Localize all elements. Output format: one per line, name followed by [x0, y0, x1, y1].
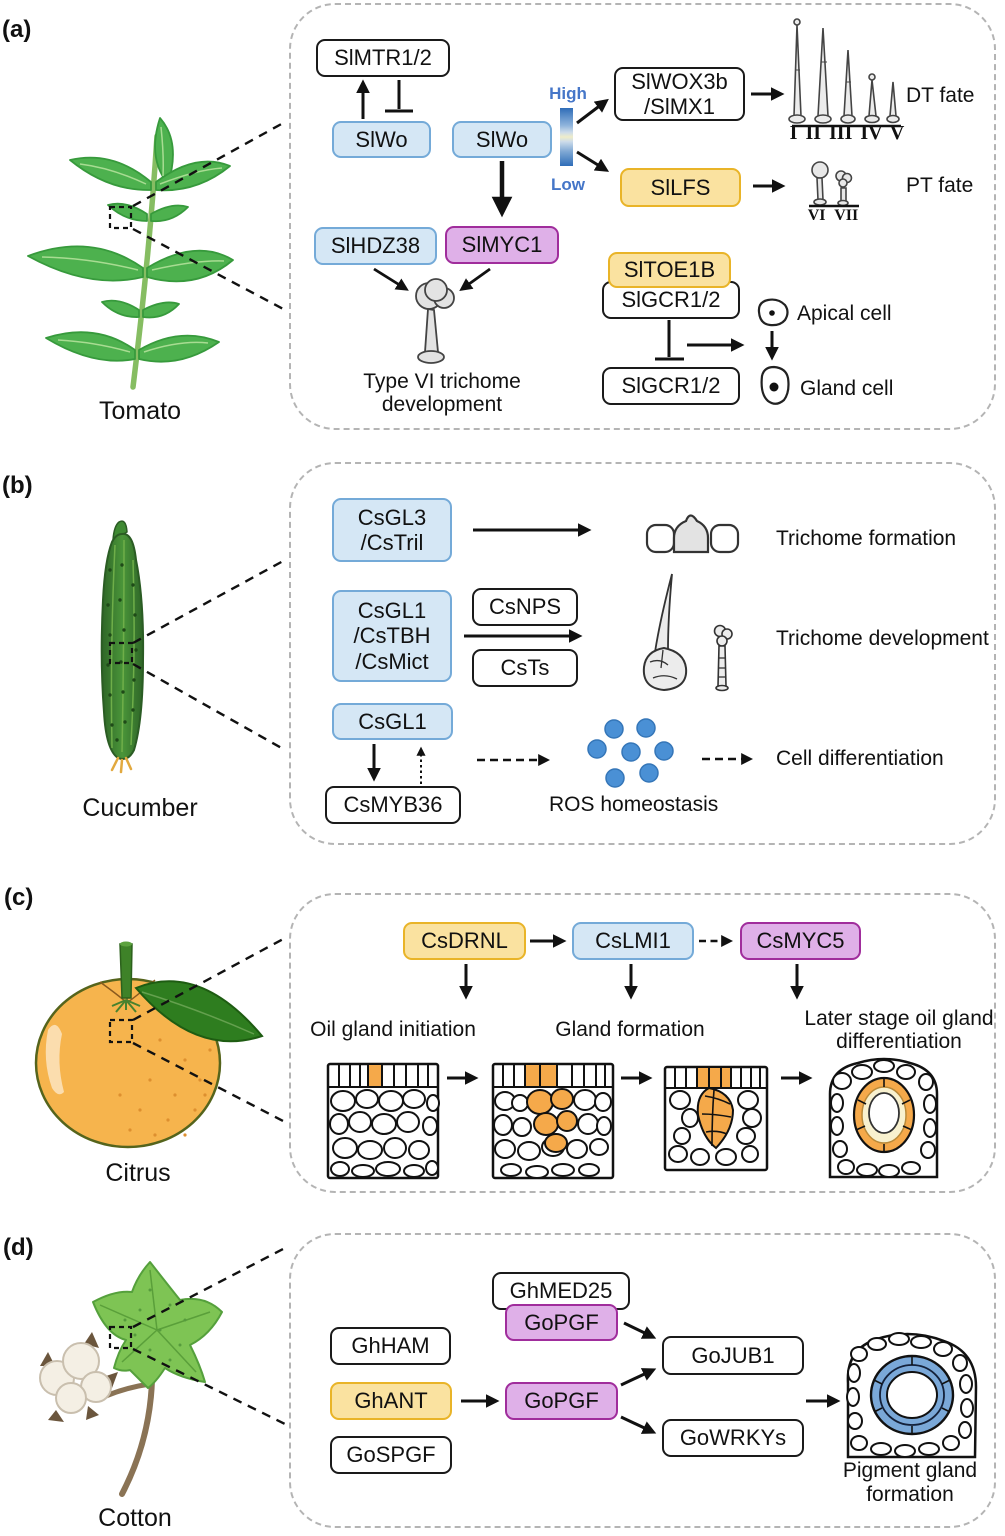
gene-box-csnps: CsNPS [472, 588, 578, 626]
panel-c-border [289, 893, 996, 1193]
panel-d-border [289, 1233, 996, 1528]
trichome-formation-label: Trichome formation [776, 527, 957, 550]
oil-gland-initiation-label: Oil gland initiation [310, 1018, 476, 1041]
gene-box-slgcr12-bottom: SlGCR1/2 [602, 367, 740, 405]
gland-formation-label: Gland formation [555, 1018, 705, 1041]
low-label: Low [551, 175, 585, 194]
panel-a-letter: (a) [2, 16, 32, 43]
panel-b-border [289, 462, 996, 845]
later-stage-label-line1: Later stage oil gland [804, 1007, 994, 1030]
gene-box-gopgf-top: GoPGF [505, 1304, 618, 1341]
gene-box-slmtr12: SlMTR1/2 [316, 39, 450, 77]
citrus-illustration [34, 941, 264, 1149]
gene-box-csdrnl: CsDRNL [403, 922, 526, 960]
cell-differentiation-label: Cell differentiation [776, 747, 944, 770]
pt-type-numerals: VI VII [807, 207, 859, 224]
gene-box-csgl1-cstbh-csmict: CsGL1/CsTBH/CsMict [332, 590, 452, 682]
gene-box-slwo-right: SlWo [452, 121, 552, 158]
gene-box-ghant: GhANT [330, 1382, 452, 1420]
gene-box-slhdz38: SlHDZ38 [314, 227, 437, 265]
pigment-gland-label-line1: Pigment gland [842, 1459, 978, 1482]
cucumber-illustration [100, 520, 145, 774]
dt-fate-label: DT fate [906, 84, 975, 107]
gene-box-slwox3b-slmx1: SlWOX3b/SlMX1 [614, 67, 745, 121]
gene-box-csmyb36: CsMYB36 [325, 786, 461, 824]
panel-d-letter: (d) [3, 1234, 34, 1261]
gene-box-sltoe1b: SlTOE1B [608, 252, 731, 288]
gene-box-gojub1: GoJUB1 [662, 1336, 804, 1375]
gene-box-slwo-left: SlWo [332, 121, 431, 158]
cotton-illustration [39, 1261, 223, 1497]
zoom-callout-lines [108, 120, 286, 1426]
gene-box-csgl1: CsGL1 [332, 703, 453, 740]
gene-box-ghham: GhHAM [330, 1327, 451, 1365]
gene-box-slmyc1: SlMYC1 [445, 226, 559, 264]
gene-box-cslmi1: CsLMI1 [572, 922, 694, 960]
citrus-label: Citrus [105, 1159, 171, 1187]
ros-homeostasis-label: ROS homeostasis [549, 793, 719, 816]
gene-box-gowrkys: GoWRKYs [662, 1419, 804, 1457]
apical-cell-label: Apical cell [797, 302, 892, 325]
gene-box-csgl3-cstril: CsGL3/CsTril [332, 498, 452, 562]
gene-box-gopgf-mid: GoPGF [505, 1382, 618, 1420]
cucumber-label: Cucumber [82, 794, 198, 822]
type6-caption-line2: development [381, 393, 503, 416]
pt-fate-label: PT fate [906, 174, 974, 197]
gene-box-csts: CsTs [472, 649, 578, 687]
cotton-label: Cotton [98, 1504, 172, 1532]
gene-box-csmyc5: CsMYC5 [740, 922, 861, 960]
panel-a-border [289, 3, 996, 430]
later-stage-label-line2: differentiation [836, 1030, 962, 1053]
panel-b-letter: (b) [2, 472, 33, 499]
high-label: High [549, 84, 587, 103]
panel-c-letter: (c) [4, 884, 34, 911]
gene-box-sllfs: SlLFS [620, 168, 741, 207]
trichome-development-label: Trichome development [776, 627, 989, 650]
tomato-plant-illustration [27, 117, 234, 390]
tomato-label: Tomato [99, 397, 181, 425]
gland-cell-label: Gland cell [800, 377, 894, 400]
pigment-gland-label-line2: formation [866, 1483, 954, 1506]
type6-caption-line1: Type VI trichome [363, 370, 521, 393]
dt-type-numerals: I II III IV V [789, 122, 905, 144]
gene-box-gospgf: GoSPGF [330, 1436, 452, 1474]
